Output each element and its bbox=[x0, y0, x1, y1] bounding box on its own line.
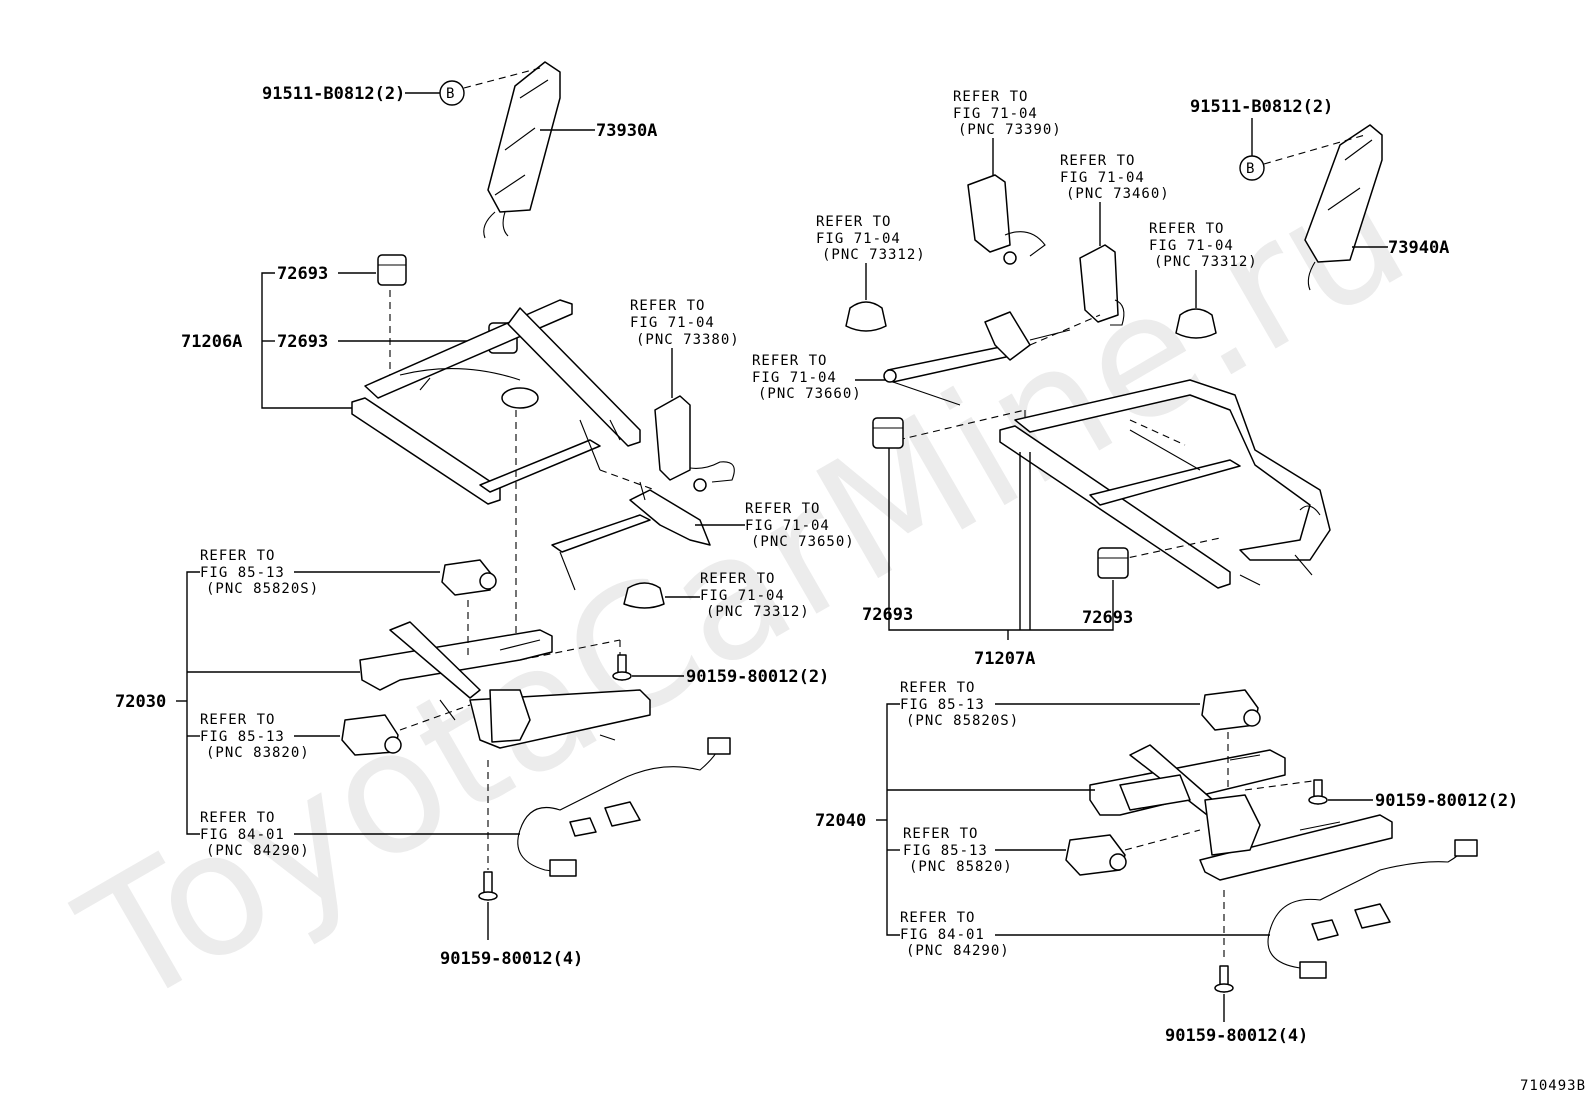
cap-72693-right-b-drawing bbox=[1097, 547, 1129, 579]
cap-73312-left-drawing bbox=[845, 301, 887, 332]
cap-73312-right-drawing bbox=[1175, 308, 1217, 339]
ref-85820S-left-line3: (PNC 85820S) bbox=[206, 581, 319, 597]
label-cap-72693-upper: 72693 bbox=[277, 264, 328, 284]
label-bolt-90159-right-2: 90159-80012(2) bbox=[1375, 791, 1518, 811]
seat-belt-73930A-drawing bbox=[483, 61, 561, 239]
ref-85820S-left-line2: FIG 85-13 bbox=[200, 565, 285, 581]
label-belt-73930A: 73930A bbox=[596, 121, 657, 141]
ref-84290-left-line1: REFER TO bbox=[200, 810, 275, 826]
ref-73650-line2: FIG 71-04 bbox=[745, 518, 830, 534]
ref-84290-left-line3: (PNC 84290) bbox=[206, 843, 310, 859]
ref-84290-right-line1: REFER TO bbox=[900, 910, 975, 926]
bolt-90159-right-4-drawing bbox=[1214, 965, 1234, 993]
label-bolt-90159-left-4: 90159-80012(4) bbox=[440, 949, 583, 969]
cap-72693-upper-drawing bbox=[377, 254, 407, 286]
ref-73650-line1: REFER TO bbox=[745, 501, 820, 517]
ref-84290-right-line3: (PNC 84290) bbox=[906, 943, 1010, 959]
ref-85820S-right-line2: FIG 85-13 bbox=[900, 697, 985, 713]
ref-83820-line1: REFER TO bbox=[200, 712, 275, 728]
ref-73312-left-line2: FIG 71-04 bbox=[816, 231, 901, 247]
ref-83820-line2: FIG 85-13 bbox=[200, 729, 285, 745]
badge-b-right-letter: B bbox=[1246, 161, 1255, 177]
ref-73312-right-line3: (PNC 73312) bbox=[1154, 254, 1258, 270]
seat-adjuster-72030-drawing bbox=[359, 621, 651, 749]
seat-frame-71207A-drawing bbox=[999, 379, 1331, 589]
ref-83820-line3: (PNC 83820) bbox=[206, 745, 310, 761]
badge-b-left-letter: B bbox=[446, 86, 455, 102]
ref-73660-line1: REFER TO bbox=[752, 353, 827, 369]
ref-85820S-right-line3: (PNC 85820S) bbox=[906, 713, 1019, 729]
ref-73460-line2: FIG 71-04 bbox=[1060, 170, 1145, 186]
ref-73312-left-line1: REFER TO bbox=[816, 214, 891, 230]
ref-73380-line2: FIG 71-04 bbox=[630, 315, 715, 331]
label-adjuster-72040: 72040 bbox=[815, 811, 866, 831]
motor-85820S-right-drawing bbox=[1201, 689, 1261, 731]
ref-85820-line3: (PNC 85820) bbox=[909, 859, 1013, 875]
buckle-73380-drawing bbox=[654, 395, 735, 492]
ref-73390-line2: FIG 71-04 bbox=[953, 106, 1038, 122]
motor-83820-drawing bbox=[341, 714, 402, 756]
ref-85820-line2: FIG 85-13 bbox=[903, 843, 988, 859]
label-cap-72693-right-a: 72693 bbox=[862, 605, 913, 625]
ref-73312-mid-line2: FIG 71-04 bbox=[700, 588, 785, 604]
label-adjuster-72030: 72030 bbox=[115, 692, 166, 712]
ref-73312-mid-line1: REFER TO bbox=[700, 571, 775, 587]
label-bolt-b-right: 91511-B0812(2) bbox=[1190, 97, 1333, 117]
ref-73460-line3: (PNC 73460) bbox=[1066, 186, 1170, 202]
ref-73380-line3: (PNC 73380) bbox=[636, 332, 740, 348]
ref-73312-left-line3: (PNC 73312) bbox=[822, 247, 926, 263]
label-frame-71206A: 71206A bbox=[181, 332, 242, 352]
ref-73460-line1: REFER TO bbox=[1060, 153, 1135, 169]
label-bolt-b-left: 91511-B0812(2) bbox=[262, 84, 405, 104]
buckle-73390-drawing bbox=[967, 174, 1046, 265]
seat-adjuster-72040-drawing bbox=[1089, 744, 1393, 881]
bracket-73650-drawing bbox=[551, 481, 711, 591]
motor-85820S-left-drawing bbox=[441, 559, 497, 596]
ref-84290-right-line2: FIG 84-01 bbox=[900, 927, 985, 943]
ref-85820S-right-line1: REFER TO bbox=[900, 680, 975, 696]
ref-73660-line2: FIG 71-04 bbox=[752, 370, 837, 386]
label-bolt-90159-left-2: 90159-80012(2) bbox=[686, 667, 829, 687]
bolt-90159-left-2-drawing bbox=[612, 654, 632, 681]
label-bolt-90159-right-4: 90159-80012(4) bbox=[1165, 1026, 1308, 1046]
wire-harness-84290-right-drawing bbox=[1267, 839, 1478, 979]
ref-73660-line3: (PNC 73660) bbox=[758, 386, 862, 402]
ref-73650-line3: (PNC 73650) bbox=[751, 534, 855, 550]
wire-harness-84290-left-drawing bbox=[517, 737, 731, 877]
label-cap-72693-lower: 72693 bbox=[277, 332, 328, 352]
figure-id: 710493B bbox=[1520, 1078, 1586, 1094]
bolt-90159-left-4-drawing bbox=[478, 871, 498, 901]
ref-73312-mid-line3: (PNC 73312) bbox=[706, 604, 810, 620]
ref-73390-line3: (PNC 73390) bbox=[958, 122, 1062, 138]
ref-73390-line1: REFER TO bbox=[953, 89, 1028, 105]
ref-84290-left-line2: FIG 84-01 bbox=[200, 827, 285, 843]
seat-belt-73940A-drawing bbox=[1304, 124, 1383, 291]
bracket-73660-drawing bbox=[883, 311, 1071, 406]
seat-frame-71206A-drawing bbox=[351, 299, 641, 505]
label-frame-71207A: 71207A bbox=[974, 649, 1035, 669]
motor-85820-drawing bbox=[1065, 834, 1127, 876]
cap-73312-mid-drawing bbox=[623, 582, 665, 609]
ref-73380-line1: REFER TO bbox=[630, 298, 705, 314]
label-cap-72693-right-b: 72693 bbox=[1082, 608, 1133, 628]
cap-72693-right-a-drawing bbox=[872, 417, 904, 449]
ref-85820-line1: REFER TO bbox=[903, 826, 978, 842]
bolt-90159-right-2-drawing bbox=[1308, 779, 1328, 805]
ref-73312-right-line2: FIG 71-04 bbox=[1149, 238, 1234, 254]
label-belt-73940A: 73940A bbox=[1388, 238, 1449, 258]
buckle-73460-drawing bbox=[1079, 244, 1125, 326]
ref-73312-right-line1: REFER TO bbox=[1149, 221, 1224, 237]
ref-85820S-left-line1: REFER TO bbox=[200, 548, 275, 564]
